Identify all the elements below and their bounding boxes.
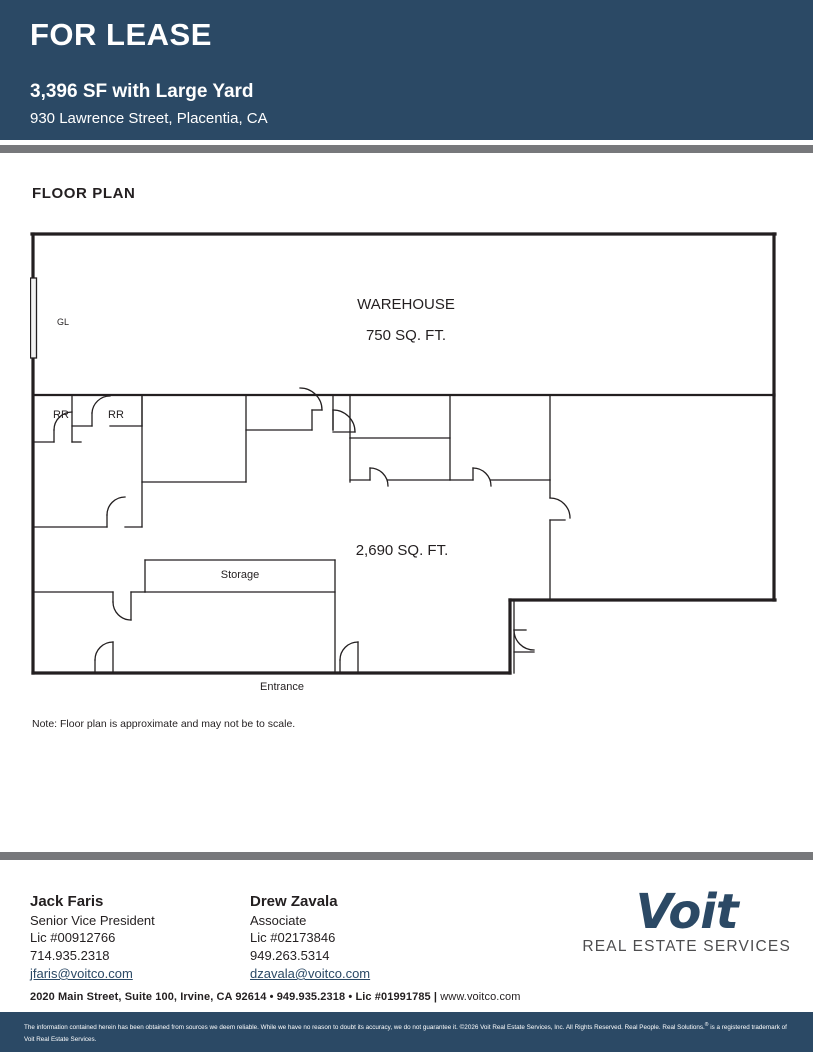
header-headline-block: 3,396 SF with Large Yard 930 Lawrence St… xyxy=(30,80,813,129)
footer: Jack Faris Senior Vice President Lic #00… xyxy=(0,860,813,1003)
website-url[interactable]: www.voitco.com xyxy=(440,991,521,1003)
door-swing-rr1 xyxy=(53,411,73,431)
grade-level-door xyxy=(30,277,38,359)
floor-plan-svg: WAREHOUSE 750 SQ. FT. GL RR RR Storage 2… xyxy=(30,232,777,693)
main-content: FLOOR PLAN xyxy=(0,185,813,730)
floor-plan-diagram: WAREHOUSE 750 SQ. FT. GL RR RR Storage 2… xyxy=(30,230,783,700)
door-swing-office-c2 xyxy=(332,409,356,433)
door-swing-right-room xyxy=(549,497,571,519)
legal-disclaimer: The information contained herein has bee… xyxy=(0,1012,813,1052)
door-swing-office-c xyxy=(299,387,323,411)
voit-logo[interactable]: Voit REAL ESTATE SERVICES xyxy=(582,884,791,956)
label-restroom-1: RR xyxy=(53,409,69,421)
page-eyebrow: FOR LEASE xyxy=(30,17,212,52)
contact-card-1: Jack Faris Senior Vice President Lic #00… xyxy=(30,892,155,983)
door-swing-right-wing xyxy=(513,629,535,651)
voit-tagline: REAL ESTATE SERVICES xyxy=(582,937,791,955)
voit-wordmark: Voit xyxy=(635,884,739,940)
contact-name: Drew Zavala xyxy=(250,893,338,910)
disclaimer-text-1: The information contained herein has bee… xyxy=(24,1024,705,1032)
contact-title: Senior Vice President xyxy=(30,912,155,928)
contact-license: Lic #02173846 xyxy=(250,930,336,946)
floor-plan-note: Note: Floor plan is approximate and may … xyxy=(32,718,296,730)
page-title: 3,396 SF with Large Yard xyxy=(30,81,254,103)
door-swing-entrance xyxy=(339,641,359,661)
label-storage: Storage xyxy=(221,569,260,581)
contact-title: Associate xyxy=(250,912,307,928)
contact-license: Lic #00912766 xyxy=(30,930,116,946)
label-office-area: 2,690 SQ. FT. xyxy=(356,542,449,559)
label-grade-level-door: GL xyxy=(57,317,69,327)
label-warehouse-area: 750 SQ. FT. xyxy=(366,327,446,344)
office-address-line: 2020 Main Street, Suite 100, Irvine, CA … xyxy=(30,991,521,1003)
door-swing-office-e xyxy=(472,467,492,487)
contact-name: Jack Faris xyxy=(30,893,104,910)
office-address: 2020 Main Street, Suite 100, Irvine, CA … xyxy=(30,991,431,1003)
contact-list: Jack Faris Senior Vice President Lic #00… xyxy=(0,860,813,1003)
label-warehouse: WAREHOUSE xyxy=(357,296,455,313)
door-swing-office-a xyxy=(106,496,126,516)
contact-card-2: Drew Zavala Associate Lic #02173846 949.… xyxy=(250,892,370,983)
header-divider-rule xyxy=(0,145,813,153)
disclaimer-registered-mark: ® xyxy=(704,1022,709,1028)
header-banner: FOR LEASE 3,396 SF with Large Yard 930 L… xyxy=(0,0,813,140)
label-restroom-2: RR xyxy=(108,409,124,421)
contact-email[interactable]: jfaris@voitco.com xyxy=(30,965,133,981)
contact-phone[interactable]: 714.935.2318 xyxy=(30,948,110,964)
label-entrance: Entrance xyxy=(260,681,304,693)
property-address: 930 Lawrence Street, Placentia, CA xyxy=(30,109,268,127)
header-white-gap xyxy=(0,140,813,145)
door-swing-office-d xyxy=(369,467,389,487)
door-swing-front-left xyxy=(112,601,132,621)
contact-phone[interactable]: 949.263.5314 xyxy=(250,948,330,964)
footer-divider-rule xyxy=(0,852,813,860)
door-swing-bottom-left xyxy=(94,641,114,661)
office-separator: | xyxy=(433,991,438,1003)
disclaimer-text-2: is a registered trademark of Voit Real E… xyxy=(24,1024,787,1043)
header-content: FOR LEASE 3,396 SF with Large Yard 930 L… xyxy=(0,0,813,129)
door-swing-rr2 xyxy=(91,395,111,414)
contact-email[interactable]: dzavala@voitco.com xyxy=(250,965,371,981)
section-title-floor-plan: FLOOR PLAN xyxy=(32,185,136,202)
